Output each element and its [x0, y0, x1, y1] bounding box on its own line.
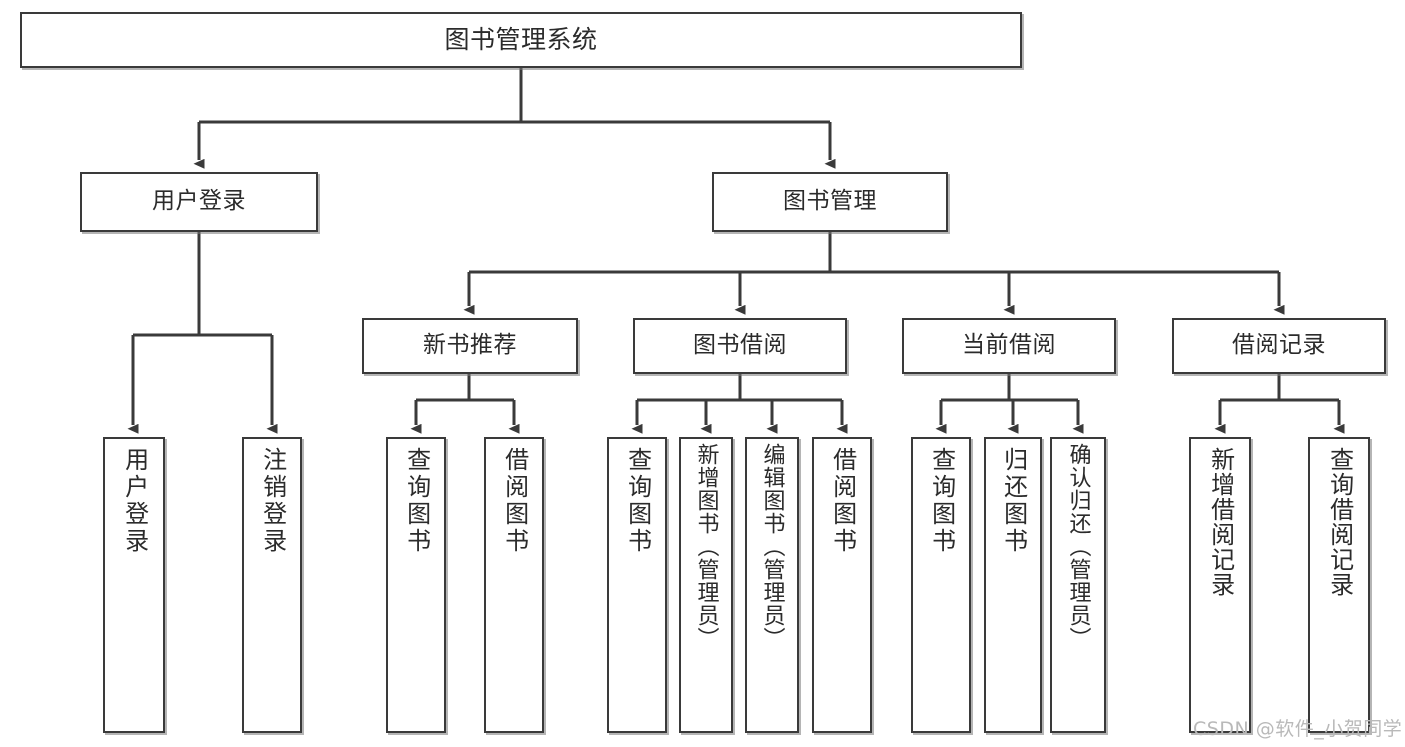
node-loan-record-label: 借阅记录 [1232, 332, 1326, 359]
node-leaf-query-book-3-label: 查询图书 [927, 447, 956, 555]
node-loan-record[interactable]: 借阅记录 [1172, 318, 1386, 374]
node-current-loan[interactable]: 当前借阅 [902, 318, 1116, 374]
node-new-book-rec[interactable]: 新书推荐 [362, 318, 578, 374]
node-leaf-edit-book-label: 编辑图书（管理员） [759, 443, 785, 650]
csdn-watermark: CSDN @软件_小贺同学 [1193, 718, 1403, 740]
node-new-book-rec-label: 新书推荐 [423, 332, 517, 359]
node-leaf-query-book-2[interactable]: 查询图书 [607, 437, 667, 733]
node-user-login[interactable]: 用户登录 [80, 172, 318, 232]
node-leaf-user-logout-label: 注销登录 [258, 447, 287, 555]
node-leaf-query-record-label: 查询借阅记录 [1325, 447, 1354, 597]
node-leaf-borrow-book-2-label: 借阅图书 [828, 447, 857, 555]
node-leaf-query-book-3[interactable]: 查询图书 [911, 437, 971, 733]
node-leaf-add-record[interactable]: 新增借阅记录 [1189, 437, 1251, 733]
node-leaf-query-book-1-label: 查询图书 [402, 447, 431, 555]
node-leaf-edit-book[interactable]: 编辑图书（管理员） [745, 437, 799, 733]
node-leaf-query-record[interactable]: 查询借阅记录 [1308, 437, 1370, 733]
node-book-manage-label: 图书管理 [783, 188, 877, 215]
node-leaf-add-book-label: 新增图书（管理员） [693, 443, 719, 650]
node-leaf-query-book-2-label: 查询图书 [623, 447, 652, 555]
node-book-borrow-label: 图书借阅 [693, 332, 787, 359]
node-leaf-user-login-label: 用户登录 [120, 447, 149, 555]
node-root[interactable]: 图书管理系统 [20, 12, 1022, 68]
node-leaf-borrow-book-1-label: 借阅图书 [500, 447, 529, 555]
node-leaf-user-logout[interactable]: 注销登录 [242, 437, 302, 733]
node-leaf-query-book-1[interactable]: 查询图书 [386, 437, 446, 733]
node-leaf-user-login[interactable]: 用户登录 [103, 437, 165, 733]
node-leaf-confirm-return[interactable]: 确认归还（管理员） [1050, 437, 1106, 733]
node-leaf-return-book[interactable]: 归还图书 [984, 437, 1042, 733]
node-book-manage[interactable]: 图书管理 [712, 172, 948, 232]
node-leaf-borrow-book-2[interactable]: 借阅图书 [812, 437, 872, 733]
node-leaf-return-book-label: 归还图书 [999, 447, 1028, 555]
node-leaf-add-book[interactable]: 新增图书（管理员） [679, 437, 733, 733]
node-leaf-add-record-label: 新增借阅记录 [1206, 447, 1235, 597]
node-book-borrow[interactable]: 图书借阅 [633, 318, 847, 374]
node-user-login-label: 用户登录 [152, 188, 246, 215]
node-root-label: 图书管理系统 [444, 25, 598, 54]
node-current-loan-label: 当前借阅 [962, 332, 1056, 359]
node-leaf-confirm-return-label: 确认归还（管理员） [1065, 443, 1091, 650]
node-leaf-borrow-book-1[interactable]: 借阅图书 [484, 437, 544, 733]
